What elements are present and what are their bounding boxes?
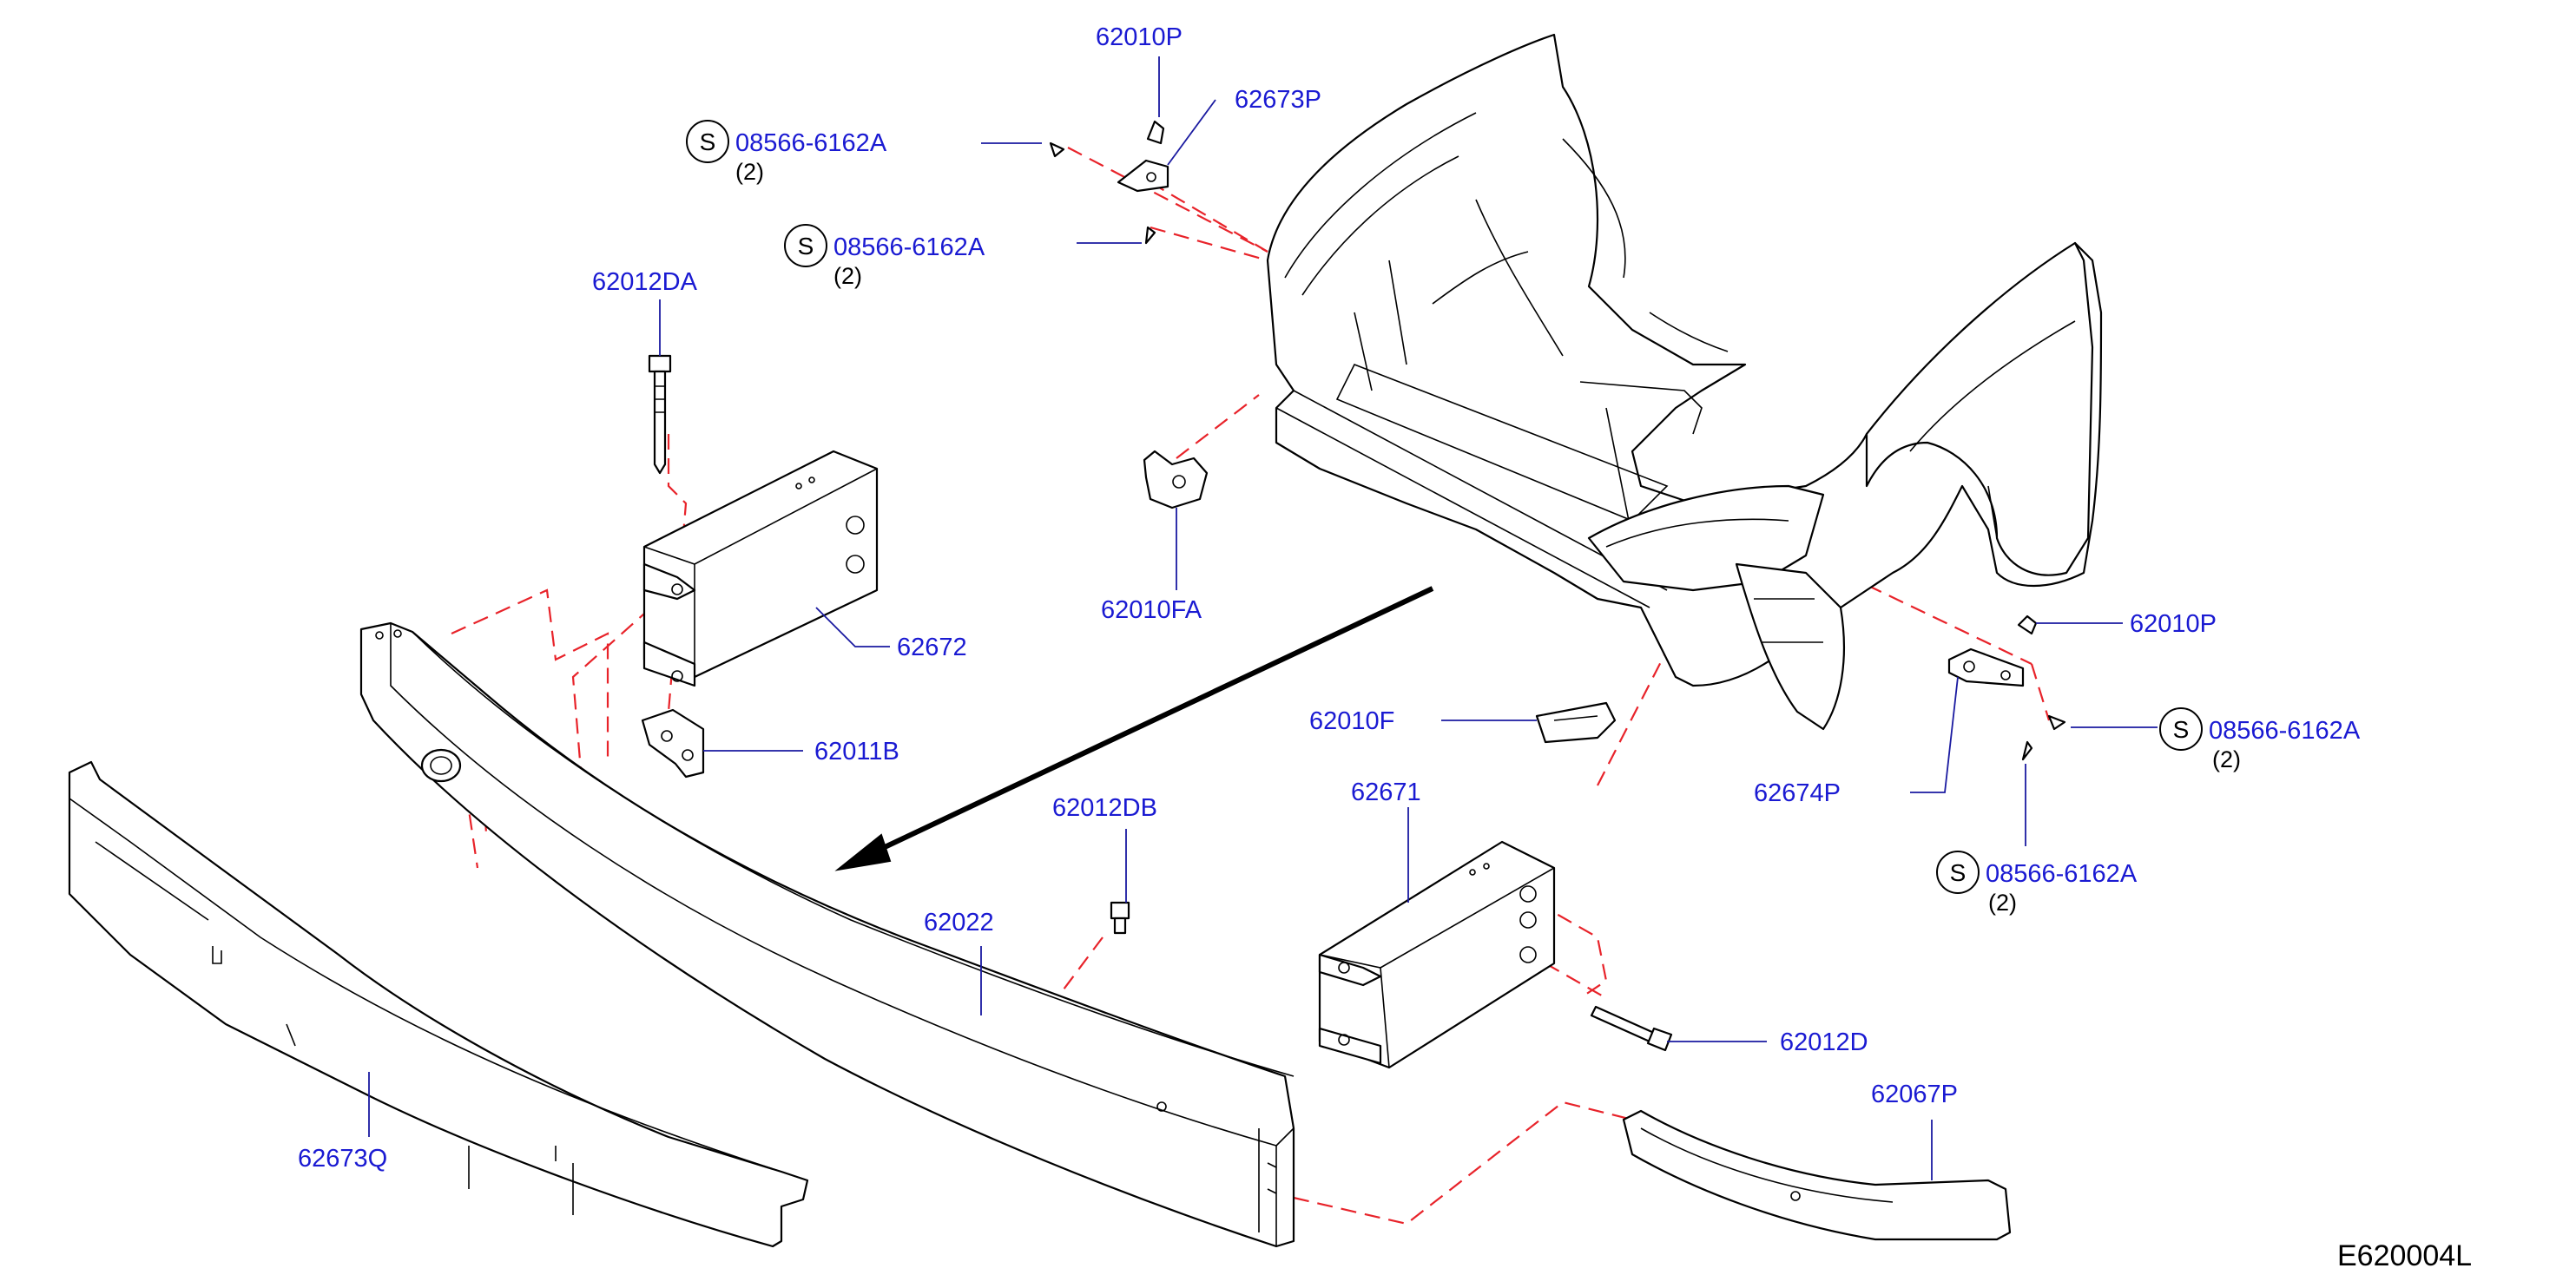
bracket-62673P xyxy=(1117,159,1169,193)
screw-right-1 xyxy=(2047,714,2066,731)
label-62012D: 62012D xyxy=(1780,1028,1868,1056)
standard-symbol-right-1: S xyxy=(2159,707,2203,751)
label-62010F: 62010F xyxy=(1309,707,1394,735)
qty-screw-right-2: (2) xyxy=(1988,890,2017,916)
qty-screw-right-1: (2) xyxy=(2212,746,2241,772)
screw-top-1 xyxy=(1049,141,1065,158)
callout-labels: 62010P 62673P 08566-6162A (2) 08566-6162… xyxy=(298,23,2361,1173)
bolt-62012DA xyxy=(648,354,672,475)
front-end-body-structure xyxy=(1266,33,2103,731)
label-62673P: 62673P xyxy=(1235,86,1321,114)
direction-arrow xyxy=(834,586,1434,871)
standard-symbol-top-2: S xyxy=(784,224,827,267)
label-62012DB: 62012DB xyxy=(1052,794,1157,822)
diagram-reference-code: E620004L xyxy=(2337,1239,2472,1272)
label-62673Q: 62673Q xyxy=(298,1145,387,1173)
leader-lines xyxy=(368,56,2158,1180)
label-62010FA: 62010FA xyxy=(1101,596,1202,624)
screw-top-2 xyxy=(1144,226,1156,245)
standard-symbol-top-1: S xyxy=(686,120,729,163)
reinforcement-62022 xyxy=(359,621,1295,1248)
bolt-62012DB xyxy=(1110,901,1130,935)
label-screw-top-1: 08566-6162A xyxy=(735,129,887,157)
qty-screw-top-1: (2) xyxy=(735,159,764,185)
clip-62010P-right xyxy=(2017,614,2038,635)
label-62012DA: 62012DA xyxy=(592,268,698,296)
stay-62671 xyxy=(1318,840,1556,1069)
stay-62672 xyxy=(642,450,879,687)
label-62672: 62672 xyxy=(897,634,967,661)
label-62671: 62671 xyxy=(1351,779,1421,806)
bolt-62012D xyxy=(1590,1005,1673,1052)
label-screw-top-2: 08566-6162A xyxy=(833,233,985,261)
label-62022: 62022 xyxy=(924,909,994,936)
label-62067P: 62067P xyxy=(1871,1081,1958,1108)
label-screw-right-2: 08566-6162A xyxy=(1986,860,2138,888)
bracket-62010F xyxy=(1535,701,1617,744)
absorber-62673Q xyxy=(68,760,809,1248)
bracket-62010FA xyxy=(1143,450,1209,509)
bracket-62674P xyxy=(1947,647,2025,687)
svg-text:S: S xyxy=(798,233,814,260)
svg-text:S: S xyxy=(2173,716,2190,743)
svg-text:S: S xyxy=(700,128,716,155)
standard-symbol-right-2: S xyxy=(1936,851,1980,894)
label-62674P: 62674P xyxy=(1754,779,1841,807)
clip-62010P-top xyxy=(1146,120,1165,145)
svg-text:S: S xyxy=(1950,859,1967,886)
screw-right-2 xyxy=(2021,740,2033,761)
label-62010P-right: 62010P xyxy=(2130,610,2217,638)
label-62011B: 62011B xyxy=(814,738,899,766)
label-screw-right-1: 08566-6162A xyxy=(2209,717,2361,745)
plate-62011B xyxy=(641,708,705,779)
qty-screw-top-2: (2) xyxy=(833,263,862,289)
garnish-62067P xyxy=(1622,1109,2012,1241)
label-62010P-top: 62010P xyxy=(1096,23,1183,51)
